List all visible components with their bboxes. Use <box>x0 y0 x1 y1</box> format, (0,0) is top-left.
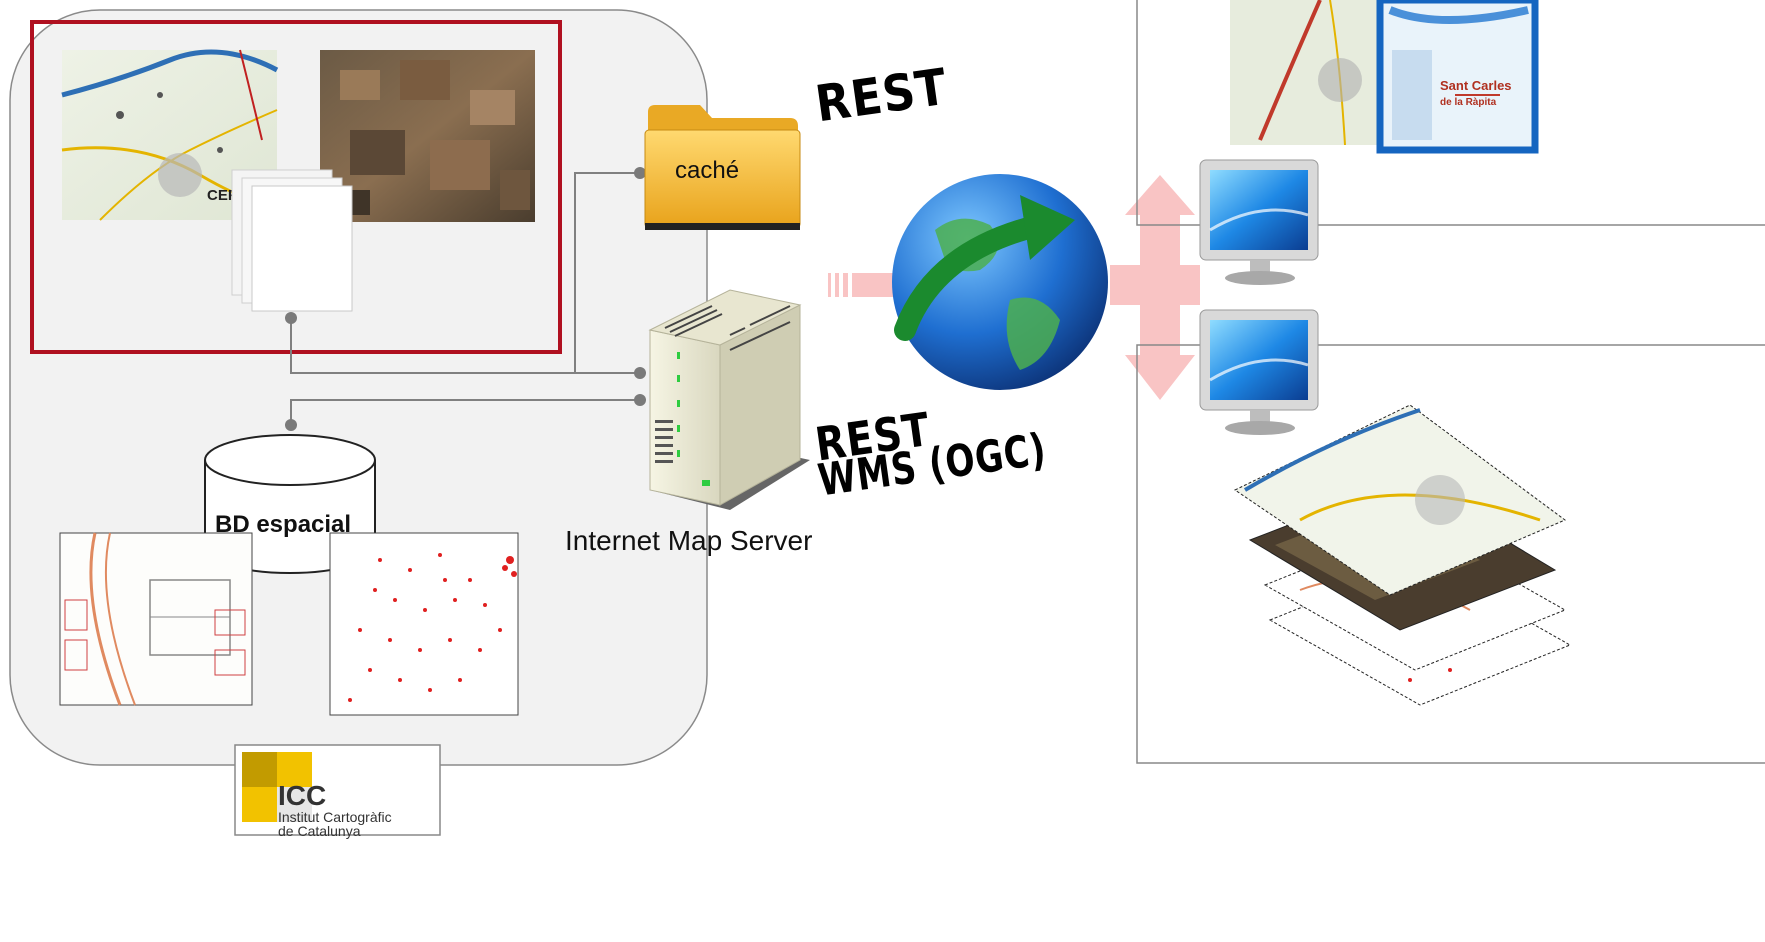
cache-label: caché <box>675 157 739 184</box>
server-to-internet-arrow <box>828 273 897 297</box>
topographic-map-thumbnail: CER <box>61 49 279 221</box>
connector-lines <box>290 172 640 425</box>
map-label-rapita: de la Ràpita <box>1440 97 1497 108</box>
tile-pages-icon <box>231 169 353 312</box>
icc-logo-abbr: ICC <box>278 780 326 811</box>
client-monitor-icon-bottom <box>1199 309 1319 435</box>
cadastral-map-thumbnail <box>59 532 253 706</box>
map-label-cer: CER <box>207 187 239 204</box>
server-label: Internet Map Server <box>565 525 812 556</box>
map-server-icon <box>648 289 810 510</box>
client-web-map-box <box>1136 0 1765 226</box>
icc-logo-line2: de Catalunya <box>278 823 361 839</box>
connector-dots <box>285 167 646 431</box>
layered-maps-stack <box>1234 404 1572 706</box>
point-map-thumbnail <box>329 532 519 716</box>
client-monitor-icon-top <box>1199 159 1319 285</box>
client-topo-map-image <box>1230 0 1380 146</box>
client-highlight-map: Sant Carles de la Ràpita <box>1376 0 1539 154</box>
map-label-sant-carles: Sant Carles <box>1440 78 1512 93</box>
internet-to-clients-arrow <box>1110 175 1200 400</box>
client-layered-map-box <box>1136 344 1765 764</box>
icc-logo-line1: Institut Cartogràfic <box>278 809 392 825</box>
icc-logo <box>234 744 441 836</box>
database-label: BD espacial <box>215 511 351 538</box>
internet-globe-icon <box>892 174 1108 390</box>
source-maps-highlight-box <box>30 20 562 354</box>
cache-folder-icon <box>644 105 801 230</box>
